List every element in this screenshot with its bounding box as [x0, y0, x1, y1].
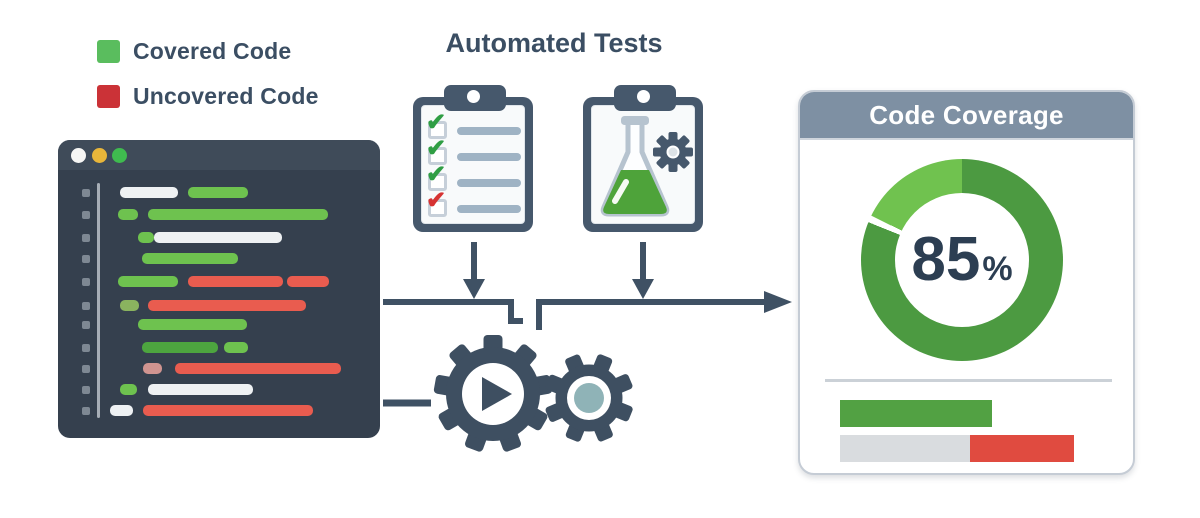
code-line-bar [188, 276, 283, 287]
checklist-line [457, 205, 521, 213]
checklist-line [457, 153, 521, 161]
gear-icon [653, 132, 693, 172]
gutter-marker [82, 343, 90, 352]
gears-to-panel-connector [536, 299, 764, 330]
flask-gear-graphic [600, 116, 693, 217]
checklist-row: ✔ [413, 111, 533, 143]
clipboard-clip-knob [637, 90, 650, 103]
gutter-marker [82, 254, 90, 263]
legend-label: Uncovered Code [133, 83, 319, 109]
checkbox-icon [428, 121, 447, 139]
code-line-bar [138, 232, 154, 243]
play-icon [482, 377, 512, 411]
donut-center: 85 % [895, 193, 1029, 327]
gutter-marker [82, 406, 90, 415]
checklist-row: ✔ [413, 137, 533, 169]
window-dot-minimize [92, 148, 107, 163]
automated-tests-title: Automated Tests [445, 28, 663, 58]
gutter-marker [82, 233, 90, 242]
covered-swatch [97, 40, 120, 63]
coverage-bar-segment [840, 435, 970, 462]
window-dot-maximize [112, 148, 127, 163]
play-gear-icon [433, 335, 553, 452]
editor-gutter-divider [97, 183, 100, 418]
right-arrowhead-icon [764, 291, 792, 313]
clipboard-clip-knob [467, 90, 480, 103]
code-line-bar [118, 276, 178, 287]
checklist-line [457, 179, 521, 187]
code-line-bar [138, 319, 247, 330]
checkbox-icon [428, 147, 447, 165]
gutter-marker [82, 277, 90, 286]
code-line-bar [142, 342, 218, 353]
coverage-bar-segment [840, 400, 992, 427]
gutter-marker [82, 320, 90, 329]
gutter-marker [82, 301, 90, 310]
checklist-line [457, 127, 521, 135]
code-line-bar [148, 384, 253, 395]
gutter-marker [82, 385, 90, 394]
code-line-bar [143, 363, 162, 374]
clipboard-checklist: ✔✔✔✔ [413, 85, 533, 232]
window-dot-close [71, 148, 86, 163]
gutter-marker [82, 188, 90, 197]
gutter-marker [82, 210, 90, 219]
code-line-bar [142, 253, 238, 264]
code-line-bar [188, 187, 248, 198]
down-arrowhead-icon [632, 279, 654, 299]
checkmark-icon: ✔ [426, 161, 447, 188]
panel-header: Code Coverage [800, 92, 1133, 140]
code-line-bar [120, 300, 139, 311]
editor-to-gears-connector [383, 299, 523, 324]
gutter-marker [82, 364, 90, 373]
code-line-bar [148, 300, 306, 311]
arrowheads [463, 279, 792, 313]
checkmark-icon: ✔ [426, 187, 447, 214]
code-line-bar [154, 232, 282, 243]
connector-lines [383, 242, 764, 407]
second-gear-icon [545, 354, 633, 442]
coverage-percent-value: 85 [911, 225, 981, 294]
coverage-bar [840, 400, 992, 427]
coverage-percent-sign: % [982, 250, 1013, 288]
code-coverage-panel: Code Coverage 85 % [798, 90, 1135, 475]
code-line-bar [120, 187, 178, 198]
checkbox-icon [428, 173, 447, 191]
coverage-donut-chart: 85 % [861, 159, 1063, 361]
code-line-bar [148, 209, 328, 220]
legend-item-covered: Covered Code [97, 38, 291, 65]
clipboard-flask [583, 85, 703, 232]
legend-label: Covered Code [133, 38, 292, 64]
checkmark-icon: ✔ [426, 135, 447, 162]
code-line-bar [110, 405, 133, 416]
checkmark-icon: ✔ [426, 109, 447, 136]
editor-titlebar [58, 140, 380, 170]
code-line-bar [224, 342, 248, 353]
legend-item-uncovered: Uncovered Code [97, 83, 319, 110]
flask-icon [600, 116, 670, 217]
code-line-bar [175, 363, 341, 374]
code-line-bar [287, 276, 329, 287]
panel-title: Code Coverage [869, 99, 1064, 130]
coverage-bar [840, 435, 1074, 462]
code-line-bar [118, 209, 138, 220]
code-line-bar [143, 405, 313, 416]
uncovered-swatch [97, 85, 120, 108]
checkbox-icon [428, 199, 447, 217]
coverage-bar-segment [970, 435, 1074, 462]
checklist-row: ✔ [413, 163, 533, 195]
down-arrowhead-icon [463, 279, 485, 299]
checklist-row: ✔ [413, 189, 533, 221]
code-line-bar [120, 384, 137, 395]
code-editor-window [58, 140, 380, 438]
panel-divider [825, 379, 1112, 382]
